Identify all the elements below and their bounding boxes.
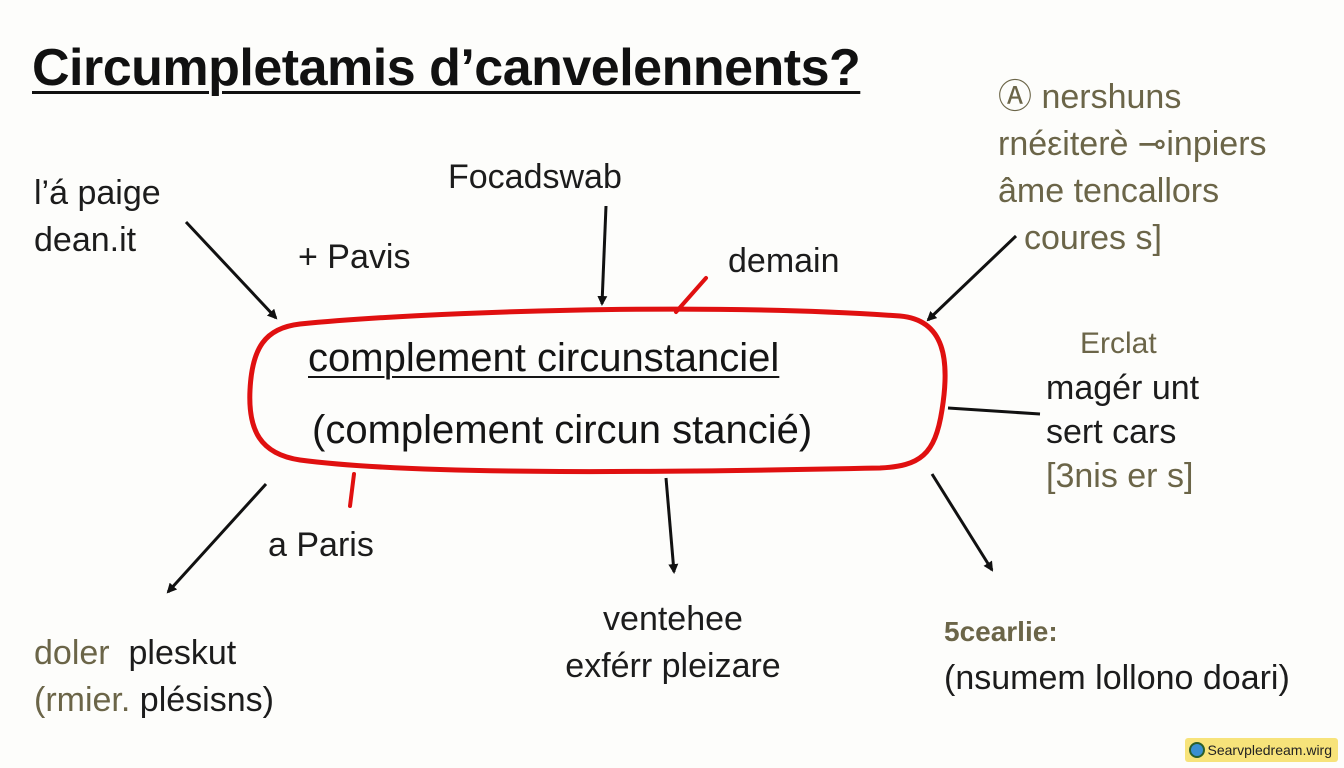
label-top-right: Ⓐ nershuns rnéεiterè ⊸inpiers âme tencal… (998, 78, 1267, 257)
globe-icon (1188, 742, 1205, 758)
label-plus-pavis: + Pavis (298, 238, 411, 276)
label-top-center: Focadswab (448, 158, 622, 196)
center-highlight-loop (247, 306, 948, 475)
highlight-tail-top (674, 276, 708, 314)
label-bottom-center: ventehee exférr pleizare (565, 600, 781, 685)
watermark-badge: Searvpledream.wirg (1184, 738, 1338, 762)
label-bottom-right: 5cearlie: (nsumem lollono doari) (944, 616, 1290, 697)
watermark-text: Searvpledream.wirg (1207, 742, 1333, 758)
arrow-bottom-center (664, 477, 679, 574)
arrow-top-center (597, 205, 608, 306)
arrow-bottom-right (930, 473, 994, 572)
label-bottom-left: doler pleskut (rmier. plésisns) (34, 634, 274, 719)
label-demain: demain (728, 242, 840, 280)
label-right: Erclat magér unt sert cars [3nis er s] (1046, 327, 1200, 495)
arrow-top-right (926, 234, 1018, 322)
center-subtitle: (complement circun stancié) (312, 408, 813, 452)
label-a-paris: a Paris (268, 526, 374, 564)
highlight-tail-bottom (348, 472, 356, 508)
connector-right (947, 406, 1041, 416)
arrow-bottom-left (166, 482, 268, 594)
arrow-top-left (184, 220, 278, 320)
center-title: complement circunstanciel (308, 336, 780, 380)
page-title: Circumpletamis d’canvelennents? (32, 39, 861, 97)
label-top-left: l’á paige dean.it (34, 174, 161, 259)
